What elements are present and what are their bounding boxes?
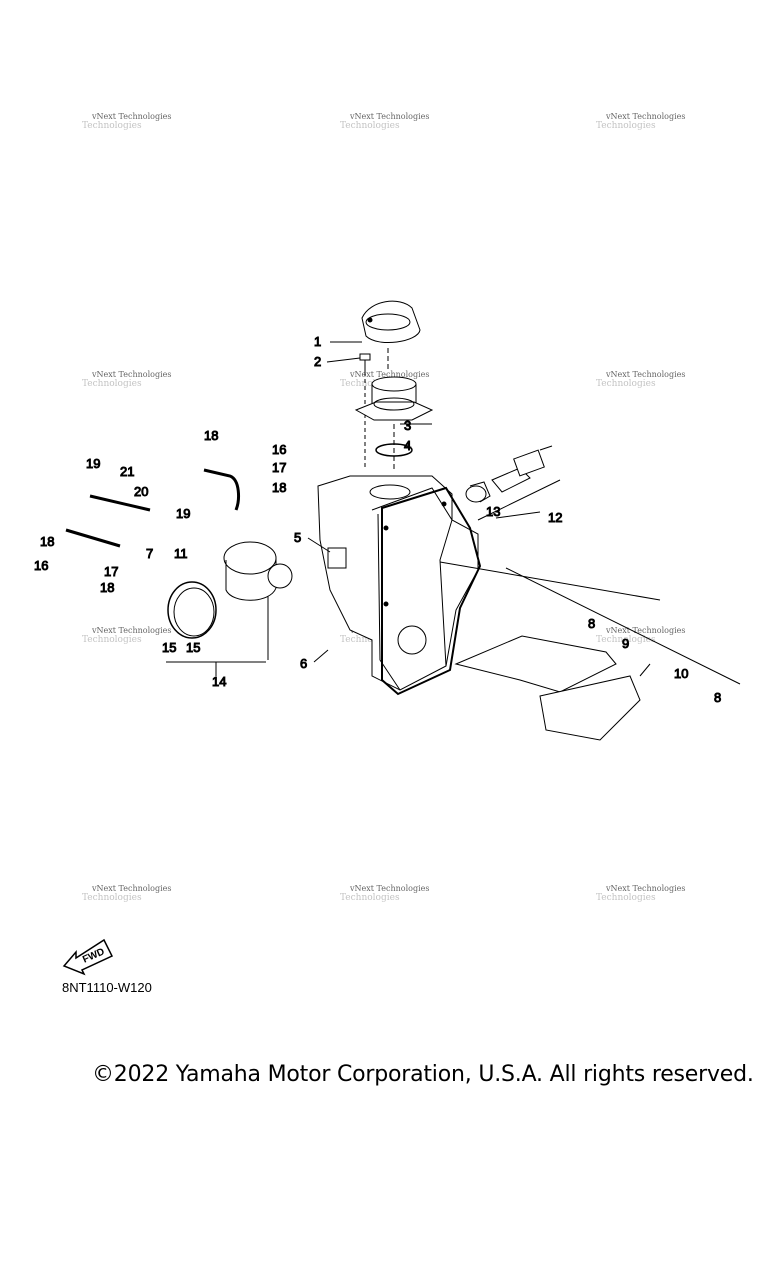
o-ring[interactable] bbox=[375, 443, 413, 457]
fuel-cap[interactable] bbox=[361, 300, 421, 343]
callout-13: 13 bbox=[486, 504, 500, 519]
callout-18: 18 bbox=[100, 580, 114, 595]
callout-7: 7 bbox=[146, 546, 153, 561]
callout-17: 17 bbox=[272, 460, 286, 475]
callout-8: 8 bbox=[714, 690, 721, 705]
filler-neck[interactable] bbox=[354, 376, 434, 421]
fwd-arrow-icon: FWD bbox=[62, 938, 114, 976]
fuel-tank[interactable] bbox=[317, 475, 482, 696]
callout-9: 9 bbox=[622, 636, 629, 651]
callout-19: 19 bbox=[86, 456, 100, 471]
callout-16: 16 bbox=[34, 558, 48, 573]
copyright-notice: ©2022 Yamaha Motor Corporation, U.S.A. A… bbox=[92, 1062, 754, 1087]
callout-16: 16 bbox=[272, 442, 286, 457]
callout-20: 20 bbox=[134, 484, 148, 499]
o-ring-large[interactable] bbox=[173, 587, 215, 637]
callout-6: 6 bbox=[300, 656, 307, 671]
callout-19: 19 bbox=[176, 506, 190, 521]
fuel-pump[interactable] bbox=[223, 541, 293, 660]
callout-21: 21 bbox=[120, 464, 134, 479]
fuel-hose[interactable] bbox=[65, 468, 240, 548]
callout-12: 12 bbox=[548, 510, 562, 525]
diagram-code: 8NT1110-W120 bbox=[62, 980, 152, 995]
leader-lines bbox=[166, 341, 741, 685]
callout-15: 15 bbox=[162, 640, 176, 655]
callout-3: 3 bbox=[404, 418, 411, 433]
o-ring-large[interactable] bbox=[167, 581, 217, 639]
callout-14: 14 bbox=[212, 674, 226, 689]
callout-5: 5 bbox=[294, 530, 301, 545]
cover-plate[interactable] bbox=[454, 635, 641, 741]
callout-10: 10 bbox=[674, 666, 688, 681]
callout-15: 15 bbox=[186, 640, 200, 655]
callout-2: 2 bbox=[314, 354, 321, 369]
callout-4: 4 bbox=[404, 438, 411, 453]
callout-1: 1 bbox=[314, 334, 321, 349]
callout-18: 18 bbox=[204, 428, 218, 443]
callout-8: 8 bbox=[588, 616, 595, 631]
grommet[interactable] bbox=[465, 481, 491, 503]
callout-18: 18 bbox=[40, 534, 54, 549]
callout-17: 17 bbox=[104, 564, 118, 579]
callout-18: 18 bbox=[272, 480, 286, 495]
callout-11: 11 bbox=[174, 546, 188, 561]
sender-unit[interactable] bbox=[491, 445, 553, 493]
screw[interactable] bbox=[359, 353, 371, 372]
